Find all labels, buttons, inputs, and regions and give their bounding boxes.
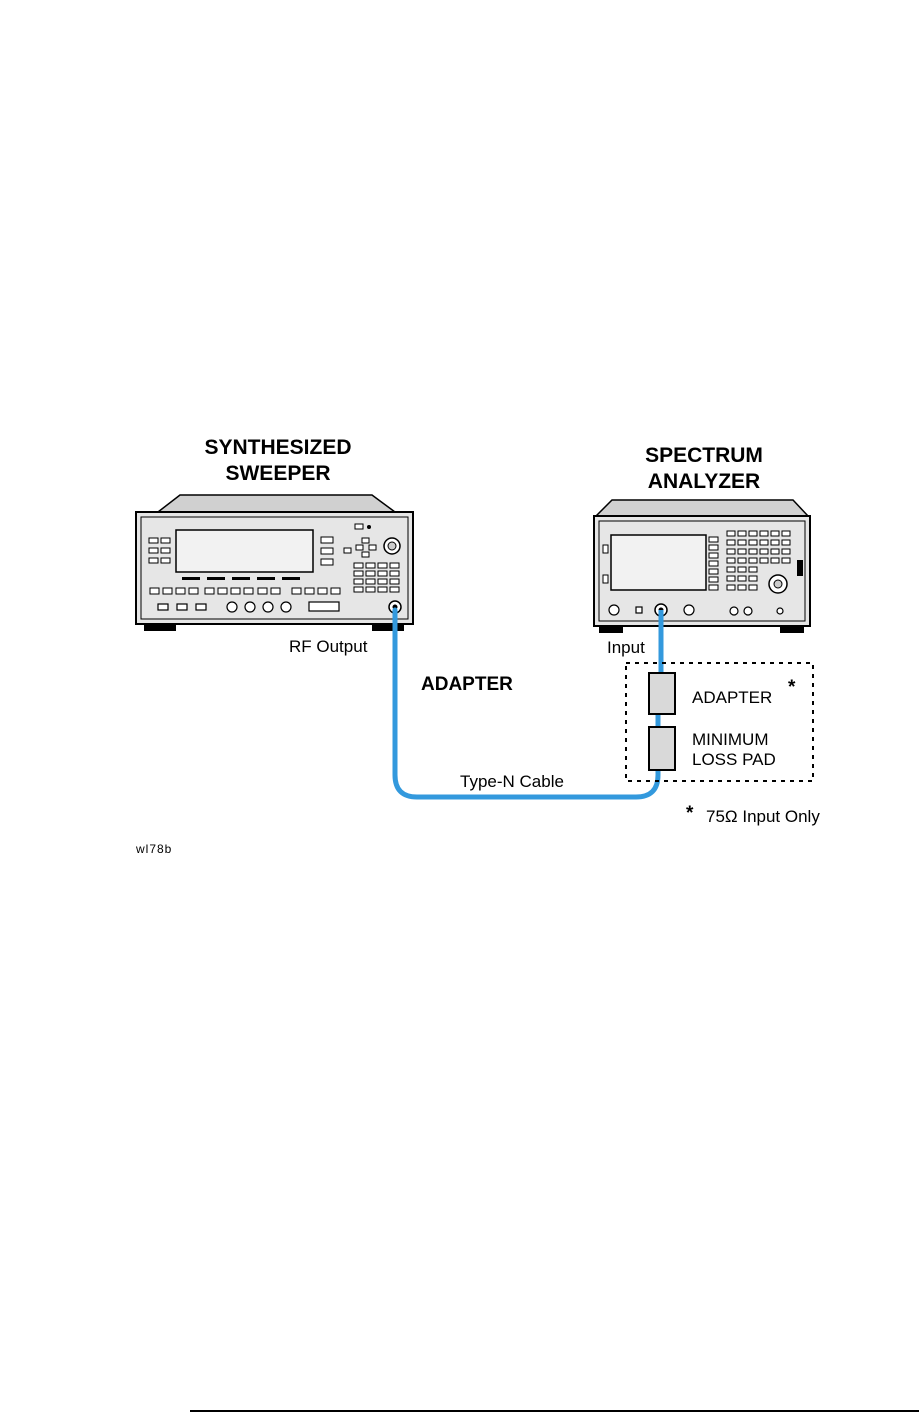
spectrum-analyzer: SPECTRUM ANALYZER	[594, 444, 810, 657]
analyzer-side-slot	[797, 560, 803, 576]
analyzer-foot-right	[780, 626, 804, 633]
analyzer-display	[611, 535, 706, 590]
sweeper-bottom-controls	[158, 602, 339, 612]
analyzer-foot-left	[599, 626, 623, 633]
sweeper-key-row	[150, 588, 340, 594]
sweeper-foot-left	[144, 624, 176, 631]
analyzer-title-line2: ANALYZER	[648, 470, 760, 493]
figure-id: wl78b	[135, 842, 172, 856]
sweeper-title-line2: SWEEPER	[225, 462, 330, 485]
sweeper-title-line1: SYNTHESIZED	[204, 436, 351, 459]
sweeper-display	[176, 530, 313, 572]
pad-label-line1: MINIMUM	[692, 730, 768, 749]
synthesized-sweeper: SYNTHESIZED SWEEPER	[136, 436, 413, 656]
analyzer-softkeys	[709, 537, 718, 590]
sweeper-foot-right	[372, 624, 404, 631]
input-label: Input	[607, 638, 645, 657]
analyzer-top-bevel	[596, 500, 808, 516]
analyzer-title-line1: SPECTRUM	[645, 444, 763, 467]
adapter-block	[649, 673, 675, 714]
sweeper-top-bevel	[158, 495, 395, 512]
sweeper-softkeys	[182, 577, 300, 580]
rf-output-label: RF Output	[289, 637, 368, 656]
pad-label-line2: LOSS PAD	[692, 750, 776, 769]
box-adapter-label: ADAPTER	[692, 688, 772, 707]
cable-label: Type-N Cable	[460, 772, 564, 791]
minimum-loss-pad-block	[649, 727, 675, 770]
adapter-label: ADAPTER	[421, 674, 513, 695]
footnote-text: 75Ω Input Only	[706, 807, 820, 826]
optional-components-box: ADAPTER * MINIMUM LOSS PAD	[626, 663, 813, 781]
footnote-asterisk: *	[686, 803, 694, 824]
box-adapter-asterisk: *	[788, 677, 796, 698]
